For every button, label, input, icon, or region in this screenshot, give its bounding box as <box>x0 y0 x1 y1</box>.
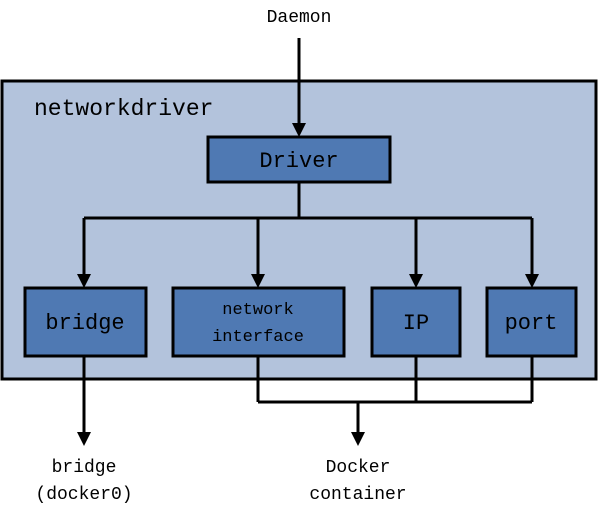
ip-label: IP <box>403 311 429 336</box>
driver-node <box>206 135 392 184</box>
bridge-to-docker0-arrowhead <box>77 432 91 446</box>
daemon-label: Daemon <box>267 8 332 28</box>
frame-title: networkdriver <box>34 96 213 122</box>
merge-to-container-arrowhead <box>351 432 365 446</box>
bus-to-ip-arrowhead <box>409 274 423 288</box>
bridge-docker0-label-line-2: (docker0) <box>35 485 132 505</box>
docker-container-label-line-2: container <box>309 485 406 505</box>
bridge-node-label: bridge <box>45 311 124 336</box>
daemon-to-driver-arrowhead <box>292 123 306 137</box>
bridge-docker0-label-line-1: bridge <box>52 458 117 478</box>
network-interface-label-line-1: network <box>222 301 293 320</box>
bus-to-port-arrowhead <box>525 274 539 288</box>
bus-to-bridge-arrowhead <box>77 274 91 288</box>
network-interface-node <box>171 286 346 358</box>
docker-container-label-line-1: Docker <box>326 458 391 478</box>
bus-to-network-interface-arrowhead <box>251 274 265 288</box>
network-interface-label-line-2: interface <box>212 328 304 347</box>
port-label: port <box>505 311 558 336</box>
driver-label: Driver <box>259 149 338 174</box>
